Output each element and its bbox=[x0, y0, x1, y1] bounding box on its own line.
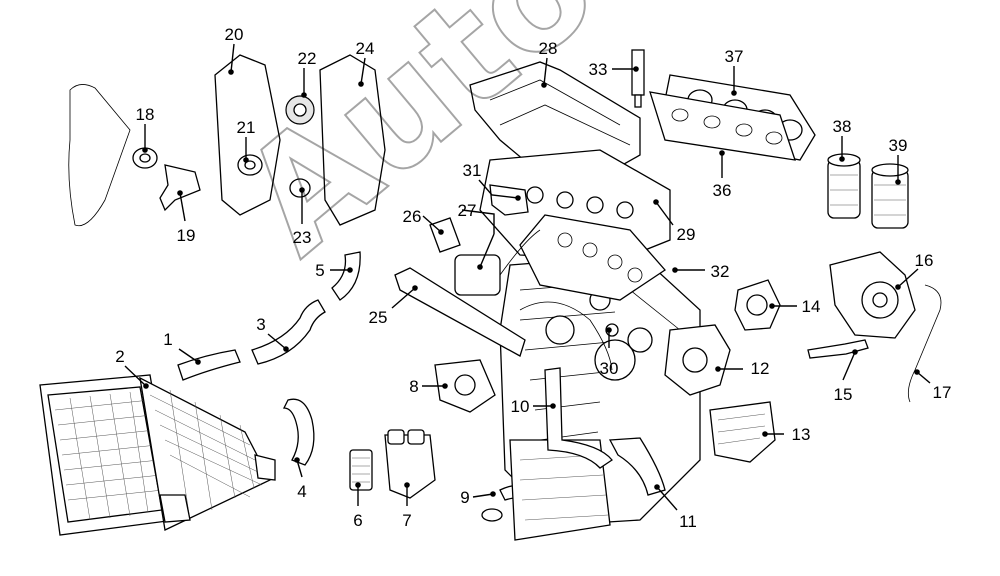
callout-12[interactable]: 12 bbox=[751, 359, 770, 378]
hose-1-part[interactable] bbox=[177, 349, 241, 381]
radiator-part[interactable] bbox=[39, 374, 276, 536]
callout-17[interactable]: 17 bbox=[933, 383, 952, 402]
callout-21[interactable]: 21 bbox=[237, 118, 256, 137]
callout-16[interactable]: 16 bbox=[915, 251, 934, 270]
timing-cover-20-part[interactable] bbox=[214, 54, 281, 216]
timing-cover-24-part[interactable] bbox=[319, 54, 386, 226]
filter-39-part[interactable] bbox=[871, 163, 909, 229]
bracket-31-part[interactable] bbox=[489, 184, 529, 216]
leader-lines bbox=[124, 43, 931, 511]
callout-23[interactable]: 23 bbox=[293, 228, 312, 247]
manifold-gasket-36-part[interactable] bbox=[649, 91, 796, 161]
callout-22[interactable]: 22 bbox=[298, 49, 317, 68]
callout-30[interactable]: 30 bbox=[600, 359, 619, 378]
egr-valve-12-part[interactable] bbox=[664, 324, 731, 396]
pipe-17-part[interactable] bbox=[907, 284, 942, 403]
hose-5-part[interactable] bbox=[331, 251, 361, 301]
callout-6[interactable]: 6 bbox=[353, 511, 362, 530]
callout-15[interactable]: 15 bbox=[834, 385, 853, 404]
pulley-18-part[interactable] bbox=[132, 147, 158, 169]
hose-4-part[interactable] bbox=[282, 398, 315, 466]
callout-28[interactable]: 28 bbox=[539, 39, 558, 58]
callout-32[interactable]: 32 bbox=[711, 262, 730, 281]
callout-7[interactable]: 7 bbox=[402, 511, 411, 530]
pulley-22-part[interactable] bbox=[285, 95, 315, 125]
callout-2[interactable]: 2 bbox=[115, 347, 124, 366]
callout-8[interactable]: 8 bbox=[409, 377, 418, 396]
sensor-27-part[interactable] bbox=[454, 229, 541, 296]
filter-6-part[interactable] bbox=[349, 449, 373, 491]
pipe-11-part[interactable] bbox=[608, 437, 666, 496]
gasket-32-part[interactable] bbox=[519, 214, 666, 301]
egr-cooler-13-part[interactable] bbox=[709, 401, 776, 463]
callout-37[interactable]: 37 bbox=[725, 47, 744, 66]
pulley-21-part[interactable] bbox=[237, 154, 263, 176]
callout-39[interactable]: 39 bbox=[889, 136, 908, 155]
water-pump-8-part[interactable] bbox=[434, 359, 496, 413]
fuel-rail-25-part[interactable] bbox=[394, 267, 526, 357]
callout-36[interactable]: 36 bbox=[713, 181, 732, 200]
callout-31[interactable]: 31 bbox=[463, 161, 482, 180]
callout-25[interactable]: 25 bbox=[369, 308, 388, 327]
callout-29[interactable]: 29 bbox=[677, 225, 696, 244]
filter-38-part[interactable] bbox=[827, 153, 861, 219]
callout-38[interactable]: 38 bbox=[833, 117, 852, 136]
engine-block-part bbox=[499, 254, 701, 541]
callout-13[interactable]: 13 bbox=[792, 425, 811, 444]
hose-3-part[interactable] bbox=[251, 299, 326, 365]
tensioner-19-part[interactable] bbox=[159, 164, 201, 212]
plug-33-part[interactable] bbox=[631, 49, 645, 108]
housing-7-part[interactable] bbox=[384, 429, 436, 499]
pipe-15-part[interactable] bbox=[807, 339, 869, 359]
callout-9[interactable]: 9 bbox=[460, 488, 469, 507]
injector-26-part[interactable] bbox=[429, 217, 461, 253]
callout-18[interactable]: 18 bbox=[136, 105, 155, 124]
callout-1[interactable]: 1 bbox=[163, 330, 172, 349]
callout-27[interactable]: 27 bbox=[458, 201, 477, 220]
pulley-23-part[interactable] bbox=[289, 178, 311, 198]
callout-24[interactable]: 24 bbox=[356, 39, 375, 58]
callout-19[interactable]: 19 bbox=[177, 226, 196, 245]
pipe-10-part[interactable] bbox=[544, 367, 613, 469]
callout-20[interactable]: 20 bbox=[225, 25, 244, 44]
callout-5[interactable]: 5 bbox=[315, 261, 324, 280]
drive-belt-part[interactable] bbox=[68, 84, 131, 227]
callout-14[interactable]: 14 bbox=[802, 297, 821, 316]
callout-26[interactable]: 26 bbox=[403, 207, 422, 226]
callout-11[interactable]: 11 bbox=[679, 512, 697, 531]
callout-33[interactable]: 33 bbox=[589, 60, 608, 79]
actuator-14-part[interactable] bbox=[734, 279, 781, 331]
callout-4[interactable]: 4 bbox=[297, 482, 306, 501]
turbocharger-16-part[interactable] bbox=[829, 251, 916, 339]
callout-numbers: 1 2 3 4 5 6 7 8 9 10 11 12 13 14 15 16 1… bbox=[115, 25, 951, 531]
callout-3[interactable]: 3 bbox=[256, 315, 265, 334]
callout-10[interactable]: 10 bbox=[511, 397, 530, 416]
